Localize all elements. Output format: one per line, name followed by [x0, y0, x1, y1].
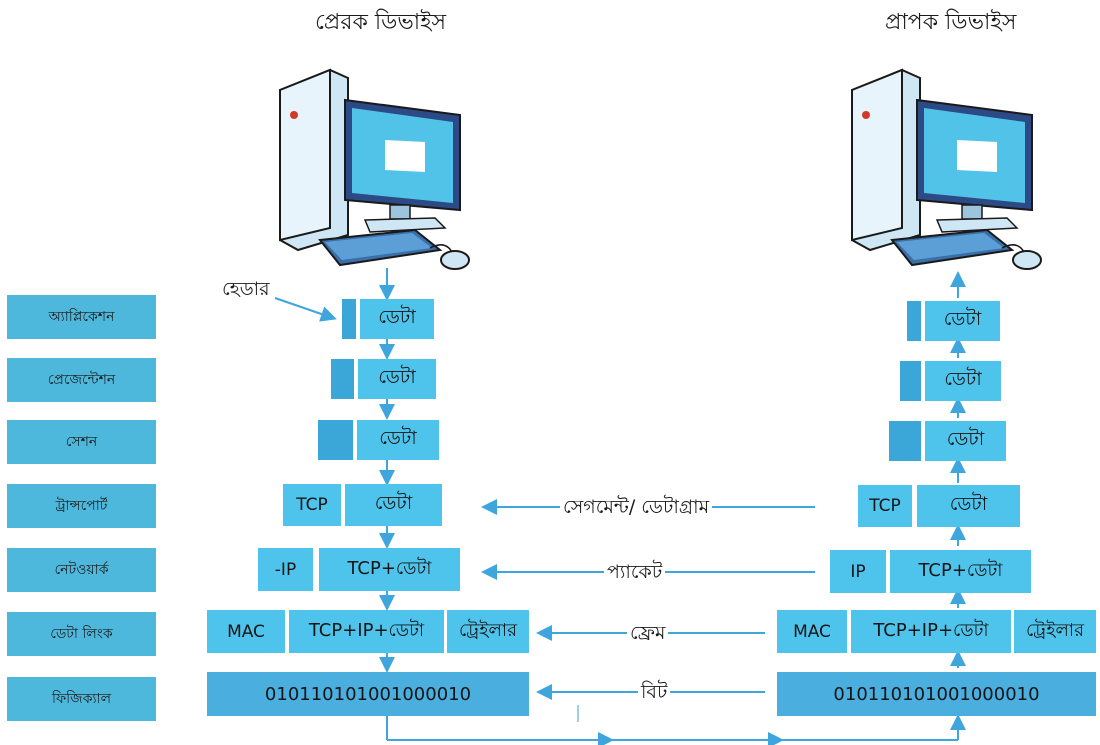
pdu-segment-label: সেগমেন্ট/ ডেটাগ্রাম [560, 495, 713, 519]
receiver-session-data: ডেটা [925, 421, 1006, 461]
sender-transport-data: ডেটা [345, 484, 442, 526]
sender-mac: MAC [207, 610, 285, 653]
receiver-app-header [907, 301, 921, 341]
header-note: হেডার [222, 278, 270, 300]
sender-session-header [318, 420, 353, 460]
receiver-transport-data: ডেটা [917, 485, 1020, 527]
receiver-app-data: ডেটা [925, 301, 1000, 341]
layer-session: সেশন [7, 420, 156, 464]
pdu-frame-label: ফ্রেম [627, 621, 669, 645]
receiver-bits: 010110101001000010 [777, 672, 1096, 716]
receiver-computer-icon [851, 68, 1042, 270]
receiver-ip: IP [830, 550, 886, 593]
pdu-packet-label: প্যাকেট [604, 560, 666, 584]
layer-datalink: ডেটা লিংক [7, 612, 156, 656]
sender-tcp: TCP [283, 484, 341, 526]
receiver-pres-header [900, 361, 921, 401]
sender-pres-header [331, 359, 354, 399]
receiver-mac: MAC [777, 610, 847, 653]
receiver-tcp-data: TCP+ডেটা [890, 550, 1031, 593]
sender-app-header [342, 299, 356, 339]
receiver-session-header [889, 421, 921, 461]
receiver-title: প্রাপক ডিভাইস [885, 10, 1017, 35]
layer-transport: ট্রান্সপোর্ট [7, 484, 156, 528]
layer-presentation: প্রেজেন্টেশন [7, 358, 156, 402]
receiver-trailer: ট্রেইলার [1014, 610, 1096, 653]
sender-pres-data: ডেটা [358, 359, 436, 399]
layer-application: অ্যাপ্লিকেশন [7, 295, 156, 339]
sender-bits: 010110101001000010 [207, 672, 529, 716]
sender-session-data: ডেটা [357, 420, 439, 460]
pdu-bit-label: বিট [638, 680, 671, 704]
layer-network: নেটওয়ার্ক [7, 548, 156, 592]
layer-physical: ফিজিক্যাল [7, 677, 156, 721]
sender-tcp-ip-data: TCP+IP+ডেটা [289, 610, 444, 653]
receiver-pres-data: ডেটা [925, 361, 1001, 401]
sender-ip: -IP [258, 548, 313, 591]
receiver-tcp: TCP [858, 485, 912, 527]
sender-title: প্রেরক ডিভাইস [315, 10, 447, 35]
receiver-tcp-ip-data: TCP+IP+ডেটা [851, 610, 1011, 653]
sender-app-data: ডেটা [360, 299, 434, 339]
sender-trailer: ট্রেইলার [447, 610, 529, 653]
sender-computer-icon [279, 68, 470, 270]
sender-tcp-data: TCP+ডেটা [319, 548, 460, 591]
